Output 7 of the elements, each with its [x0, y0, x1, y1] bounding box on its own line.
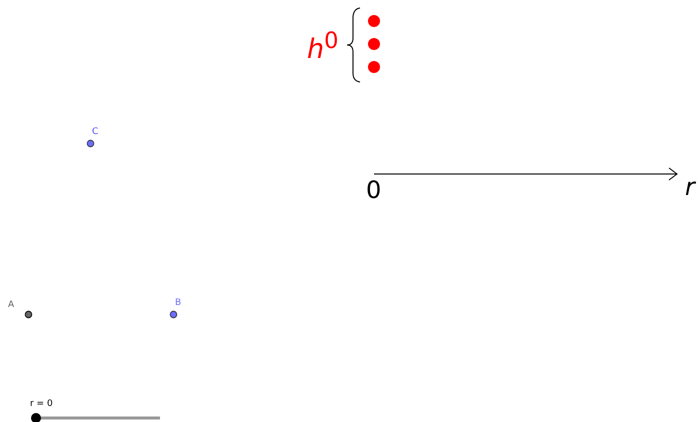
slider-label: r = 0 [30, 400, 53, 409]
point-label: B [175, 299, 182, 308]
point-label: A [8, 301, 14, 310]
math-label: h$^{0}$ [307, 30, 338, 63]
point-label: C [92, 128, 98, 137]
axis-label: 0 [366, 178, 382, 202]
axis-label: r [685, 175, 695, 199]
